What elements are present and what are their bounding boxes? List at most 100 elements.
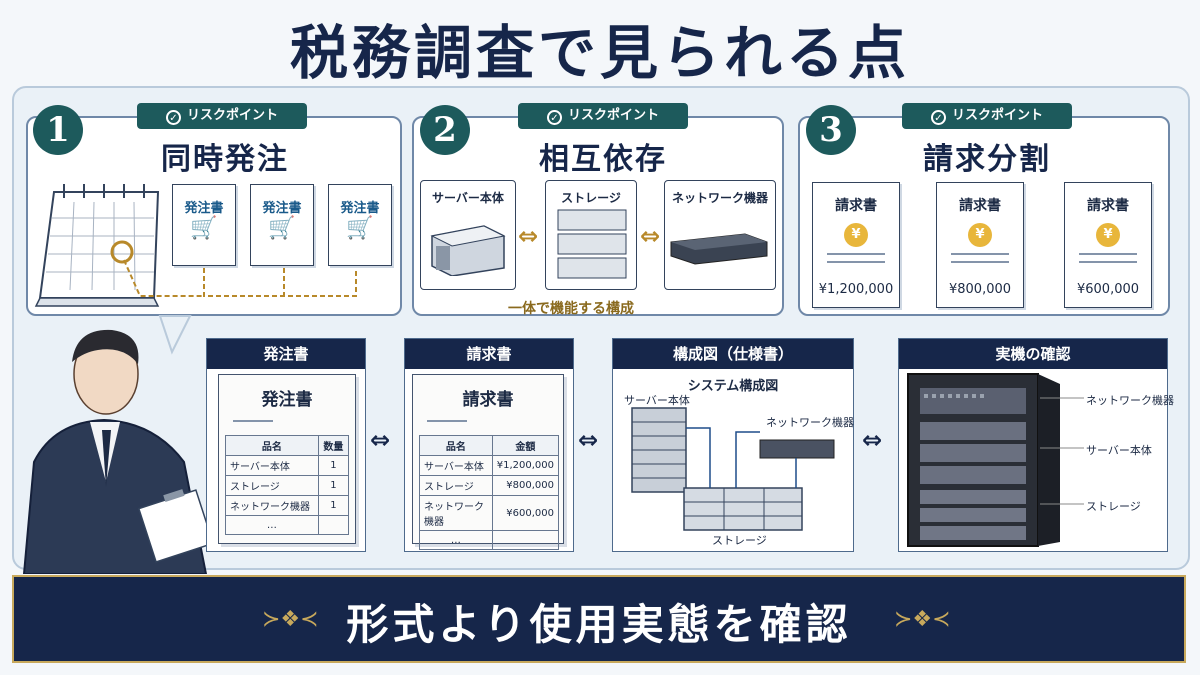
bidirectional-arrow: ⇔ — [518, 222, 539, 250]
paper-title: 請求書 — [462, 390, 514, 410]
connector-lines — [123, 259, 357, 297]
bidirectional-arrow: ⇔ — [862, 426, 883, 454]
ornament-left: ≻❖≺ — [262, 607, 319, 632]
cell: ネットワーク機器 — [225, 495, 319, 516]
device-label: ネットワーク機器 — [671, 191, 768, 205]
cell — [491, 530, 560, 550]
text-line — [1079, 261, 1137, 263]
diagram-server-label: サーバー本体 — [624, 394, 690, 407]
panel-number-3: 3 — [806, 105, 856, 155]
col-header: 品名 — [225, 435, 319, 456]
cell: … — [225, 515, 319, 535]
device-label: サーバー本体 — [432, 191, 504, 205]
device-label: ストレージ — [561, 191, 621, 205]
cell: 1 — [317, 495, 350, 516]
rack-label-server: サーバー本体 — [1086, 444, 1152, 457]
table-row: ストレージ¥800,000 — [419, 475, 560, 496]
risk-label: リスクポイント — [951, 108, 1043, 123]
cart-icon: 🛒 — [190, 216, 218, 241]
text-line — [827, 261, 885, 263]
bidirectional-arrow: ⇔ — [578, 426, 599, 454]
text-line — [233, 420, 273, 422]
invoice-amount: ¥1,200,000 — [818, 282, 894, 297]
cell: 1 — [317, 475, 350, 496]
cart-icon: 🛒 — [268, 216, 296, 241]
po-doc-label: 発注書 — [184, 201, 224, 216]
bidirectional-arrow: ⇔ — [370, 426, 391, 454]
panel-title-1: 同時発注 — [161, 142, 289, 177]
ornament-right: ≻❖≺ — [894, 607, 951, 632]
panel-number-1: 1 — [33, 105, 83, 155]
diagram-title: システム構成図 — [687, 379, 779, 394]
rack-leader-lines — [1040, 397, 1084, 505]
po-doc-label: 発注書 — [340, 201, 380, 216]
col-header: 数量 — [317, 435, 350, 456]
table-row: … — [419, 530, 560, 550]
po-doc-3: 発注書 🛒 — [328, 184, 392, 266]
page-title: 税務調査で見られる点 — [289, 19, 910, 87]
risk-label: リスクポイント — [186, 108, 278, 123]
invoice-amount: ¥600,000 — [1076, 282, 1140, 297]
table-row: サーバー本体¥1,200,000 — [419, 455, 560, 476]
yen-icon: ¥ — [968, 223, 992, 247]
risk-label: リスクポイント — [567, 108, 659, 123]
text-line — [827, 253, 885, 255]
invoice-doc-1: 請求書 ¥ ¥1,200,000 — [812, 182, 900, 308]
text-line — [951, 261, 1009, 263]
device-network: ネットワーク機器 — [664, 180, 776, 290]
conclusion-banner: ≻❖≺ 形式より使用実態を確認 ≻❖≺ — [12, 575, 1186, 663]
invoice-table: 品名金額 サーバー本体¥1,200,000 ストレージ¥800,000 ネットワ… — [419, 435, 560, 550]
evidence-header: 実機の確認 — [899, 339, 1167, 369]
invoice-amount: ¥800,000 — [948, 282, 1012, 297]
table-row: ネットワーク機器¥600,000 — [419, 495, 560, 531]
panel-number-2: 2 — [420, 105, 470, 155]
server-icon — [430, 225, 506, 277]
cell: ストレージ — [419, 475, 493, 496]
yen-icon: ¥ — [1096, 223, 1120, 247]
cell: 1 — [317, 455, 350, 476]
text-line — [1079, 253, 1137, 255]
invoice-label: 請求書 — [1087, 198, 1129, 214]
po-doc-1: 発注書 🛒 — [172, 184, 236, 266]
conclusion-text: 形式より使用実態を確認 — [346, 600, 852, 649]
table-row: … — [225, 515, 350, 535]
evidence-header: 構成図（仕様書） — [613, 339, 853, 369]
integration-caption: 一体で機能する構成 — [508, 301, 634, 317]
col-header: 金額 — [491, 435, 560, 456]
rack-label-storage: ストレージ — [1086, 500, 1141, 513]
device-storage: ストレージ — [545, 180, 637, 290]
po-doc-label: 発注書 — [262, 201, 302, 216]
cell: ストレージ — [225, 475, 319, 496]
system-diagram — [631, 407, 835, 531]
invoice-label: 請求書 — [959, 198, 1001, 214]
check-icon: ✓ — [165, 110, 181, 125]
risk-badge-1: ✓ リスクポイント — [137, 103, 307, 129]
switch-icon — [670, 233, 768, 265]
evidence-header: 発注書 — [207, 339, 365, 369]
panel-title-3: 請求分割 — [923, 142, 1051, 177]
text-line — [427, 420, 467, 422]
invoice-paper: 請求書 品名金額 サーバー本体¥1,200,000 ストレージ¥800,000 … — [412, 374, 564, 550]
cell: ¥600,000 — [491, 495, 560, 531]
cell: サーバー本体 — [225, 455, 319, 476]
po-doc-2: 発注書 🛒 — [250, 184, 314, 266]
bidirectional-arrow: ⇔ — [640, 222, 661, 250]
cell: … — [419, 530, 493, 550]
device-server: サーバー本体 — [420, 180, 516, 290]
risk-badge-3: ✓リスクポイント — [902, 103, 1072, 129]
paper-title: 発注書 — [261, 390, 313, 410]
evidence-header: 請求書 — [405, 339, 573, 369]
diagram-network-label: ネットワーク機器 — [766, 416, 854, 429]
cell — [317, 515, 350, 535]
inspector-illustration — [22, 329, 214, 574]
yen-icon: ¥ — [844, 223, 868, 247]
speech-pointer — [158, 315, 192, 355]
cell: ¥1,200,000 — [491, 455, 560, 476]
panel-title-2: 相互依存 — [539, 142, 667, 177]
storage-icon — [557, 209, 627, 279]
col-header: 品名 — [419, 435, 493, 456]
